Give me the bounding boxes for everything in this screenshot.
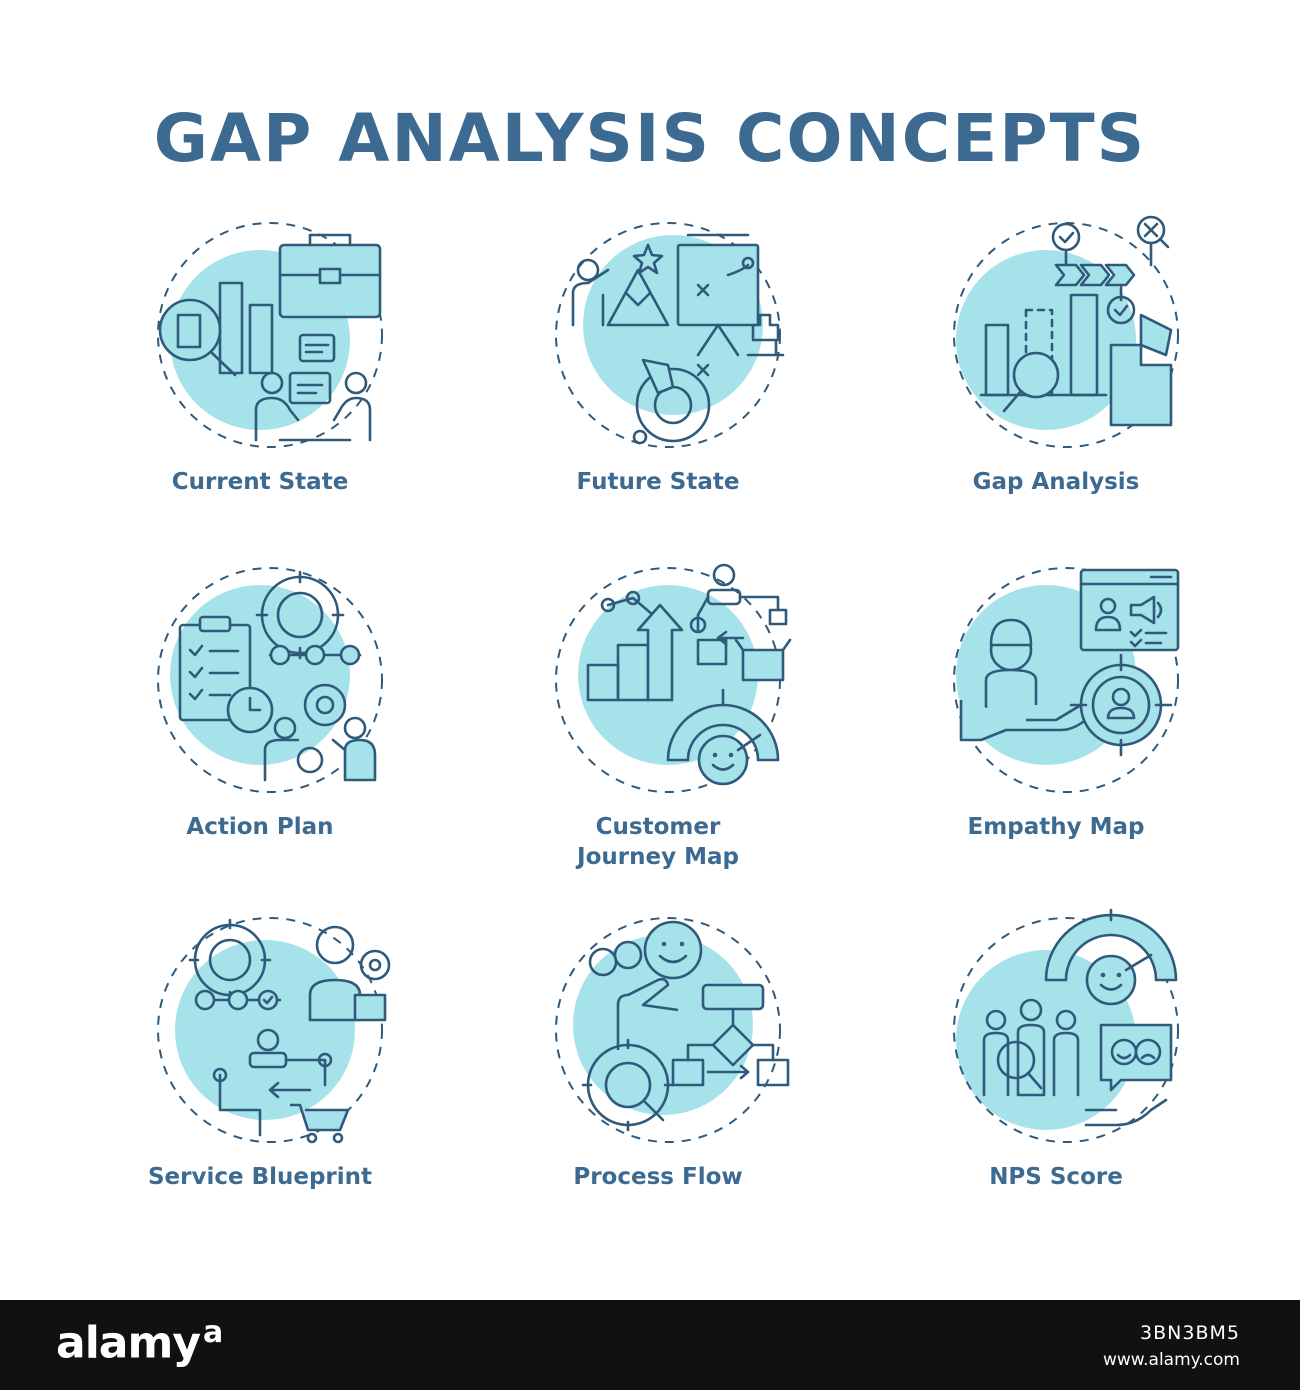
concept-nps-score: NPS Score xyxy=(906,908,1206,1190)
footer-bar xyxy=(0,1300,1300,1390)
page-title: GAP ANALYSIS CONCEPTS xyxy=(153,100,1147,177)
concept-label: Gap Analysis xyxy=(972,469,1140,495)
concept-label: Empathy Map xyxy=(967,814,1145,840)
concept-label: NPS Score xyxy=(989,1164,1123,1190)
concept-empathy-map: Empathy Map xyxy=(906,560,1206,840)
concept-label-line2: Journey Map xyxy=(577,844,739,870)
mountain-target-strategy-icon xyxy=(555,222,785,448)
hand-profile-target-icon xyxy=(953,567,1180,793)
image-id: 3BN3BM5 xyxy=(1140,1322,1240,1344)
concept-label: Service Blueprint xyxy=(147,1164,373,1190)
gears-clipboard-clock-icon xyxy=(157,567,383,793)
journey-growth-satisfaction-icon xyxy=(555,563,792,793)
concept-label-line1: Customer xyxy=(595,814,721,840)
brand-name: alamy xyxy=(56,1317,201,1369)
concept-label: Customer Journey Map xyxy=(508,812,808,872)
gauge-people-feedback-icon xyxy=(953,908,1179,1143)
concept-current-state: Current State xyxy=(110,215,410,495)
puzzle-chart-checklist-icon xyxy=(953,215,1179,448)
concept-customer-journey-map: Customer Journey Map xyxy=(508,560,808,870)
concept-gap-analysis: Gap Analysis xyxy=(906,215,1206,495)
concept-label: Current State xyxy=(171,469,349,495)
concept-process-flow: Process Flow xyxy=(508,910,808,1190)
gears-user-cart-icon xyxy=(157,917,391,1144)
emoji-flowchart-gear-icon xyxy=(555,917,790,1143)
concept-service-blueprint: Service Blueprint xyxy=(110,910,410,1190)
concept-action-plan: Action Plan xyxy=(110,560,410,840)
concept-label: Future State xyxy=(576,469,740,495)
concept-future-state: Future State xyxy=(508,215,808,495)
brand-mark: a xyxy=(203,1315,223,1350)
concept-label: Action Plan xyxy=(186,814,334,840)
concept-label: Process Flow xyxy=(573,1164,743,1190)
site-url[interactable]: www.alamy.com xyxy=(1102,1350,1240,1370)
briefcase-chart-meeting-icon xyxy=(157,222,383,448)
